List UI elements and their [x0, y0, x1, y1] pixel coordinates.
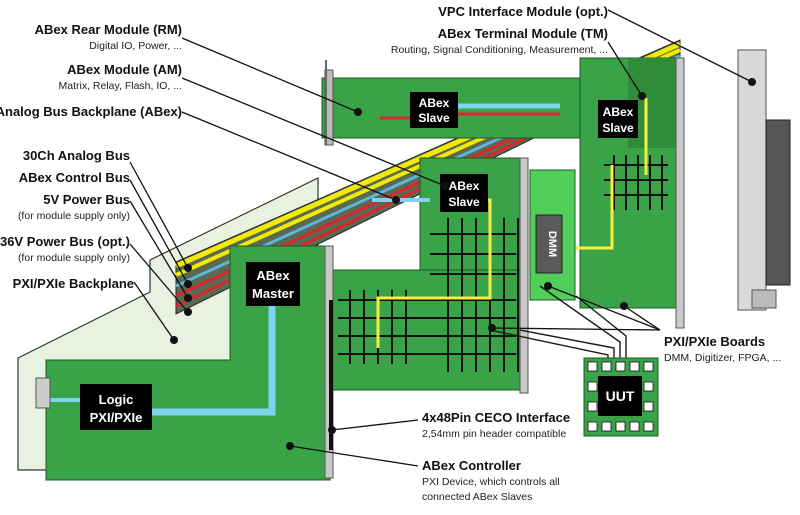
label-pxi-backplane: PXI/PXIe Backplane — [12, 276, 134, 291]
abex-slave-rear-block — [410, 92, 458, 128]
label-ceco-sub: 2,54mm pin header compatible — [422, 428, 567, 440]
label-pxi-boards-title: PXI/PXIe Boards — [664, 334, 766, 349]
abex-rear-module — [321, 60, 623, 146]
uut-block — [598, 376, 642, 416]
abex-slave-rear-label-2: Slave — [418, 111, 450, 125]
pxi-board-dmm — [529, 169, 576, 301]
vpc-interface-module — [737, 49, 791, 311]
uut-label: UUT — [606, 388, 635, 404]
label-terminal-module-sub: Routing, Signal Conditioning, Measuremen… — [390, 44, 608, 56]
abex-slave-mid-label-2: Slave — [448, 195, 480, 209]
label-36v-bus-sub: (for module supply only) — [17, 252, 130, 264]
label-controller-title: ABex Controller — [422, 458, 521, 473]
abex-slave-tm-label-1: ABex — [603, 105, 634, 119]
abex-slave-tm-label-2: Slave — [602, 121, 634, 135]
signal-wire-to-uut-2 — [519, 329, 615, 360]
abex-slave-mid-label-1: ABex — [449, 179, 480, 193]
signal-wire-to-uut-4 — [575, 295, 627, 360]
logic-label-1: Logic — [99, 392, 134, 407]
dmm-label: DMM — [546, 231, 558, 257]
label-analog-backplane: Analog Bus Backplane (ABex) — [0, 104, 182, 119]
label-vpc-module: VPC Interface Module (opt.) — [438, 4, 608, 19]
label-30ch-analog-bus: 30Ch Analog Bus — [22, 148, 130, 163]
abex-slave-rear-label-1: ABex — [419, 96, 450, 110]
label-control-bus: ABex Control Bus — [18, 170, 130, 185]
label-rear-module-title: ABex Rear Module (RM) — [34, 22, 182, 37]
label-controller-sub-2: connected ABex Slaves — [422, 491, 533, 503]
label-5v-bus-sub: (for module supply only) — [17, 210, 130, 222]
label-5v-bus-title: 5V Power Bus — [43, 192, 130, 207]
label-rear-module-sub: Digital IO, Power, ... — [89, 40, 182, 52]
abex-master-block — [246, 262, 300, 306]
label-abex-module-title: ABex Module (AM) — [67, 62, 182, 77]
label-pxi-boards-sub: DMM, Digitizer, FPGA, ... — [664, 352, 782, 364]
abex-master-label-1: ABex — [256, 268, 290, 283]
abex-slave-mid-block — [440, 174, 488, 212]
label-abex-module-sub: Matrix, Relay, Flash, IO, ... — [58, 80, 183, 92]
leader-lines — [129, 9, 756, 467]
label-36v-bus-title: 36V Power Bus (opt.) — [0, 234, 130, 249]
label-controller-sub-1: PXI Device, which controls all — [422, 476, 560, 488]
logic-pxi-block — [80, 384, 152, 430]
signal-wire-to-uut-3 — [539, 285, 621, 360]
label-terminal-module-title: ABex Terminal Module (TM) — [437, 26, 608, 41]
logic-label-2: PXI/PXIe — [90, 410, 143, 425]
abex-master-label-2: Master — [252, 286, 294, 301]
abex-slave-tm-block — [598, 100, 638, 138]
label-ceco-title: 4x48Pin CECO Interface — [422, 410, 571, 425]
